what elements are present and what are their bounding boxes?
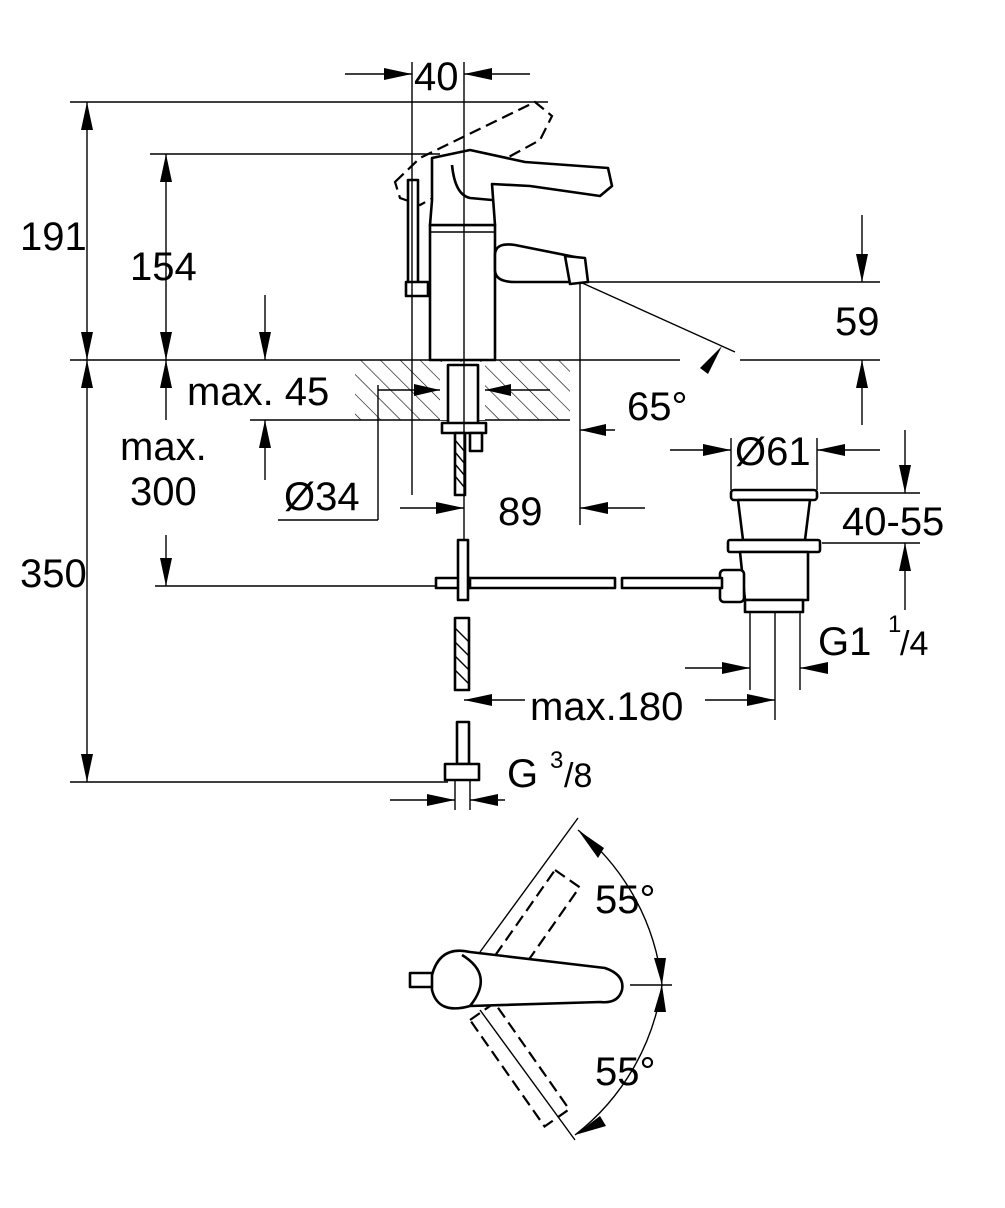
top-view-lever [430,949,624,1010]
dim-154: 154 [130,245,197,289]
pop-up-waste [434,488,822,810]
dim-diameter-61: Ø61 [735,430,811,474]
dim-g-sub: /8 [564,757,592,795]
dim-59: 59 [835,300,880,344]
dimension-lines [70,62,920,1141]
dim-89: 89 [498,490,543,534]
dim-g-sup: 3 [550,747,563,774]
dim-55-degrees-top: 55° [595,878,656,922]
dim-max-300-line1: max. [120,425,207,469]
dim-max-180: max.180 [530,685,683,729]
dim-191: 191 [20,215,87,259]
faucet-body [428,223,497,362]
dim-g1-sub: /4 [900,625,928,663]
dim-65-degrees: 65° [627,385,688,429]
faucet-lever [428,148,614,227]
dim-diameter-34: Ø34 [284,475,360,519]
dim-350: 350 [20,552,87,596]
dim-40: 40 [414,55,459,99]
lever-raised-position [393,100,554,207]
dim-55-degrees-bottom: 55° [595,1050,656,1094]
mounting-shank [446,363,480,429]
dim-max-45: max. 45 [187,370,329,414]
faucet-side-view [355,100,614,497]
dim-g1-sup: 1 [888,611,901,638]
dim-g1-thread: G1 [818,620,871,664]
faucet-top-view [408,868,624,1129]
dim-max-300-line2: 300 [130,470,197,514]
dim-g-thread: G [507,752,538,796]
dimension-labels: 40 191 154 59 max. 45 65° max. 300 Ø34 8… [20,55,944,1094]
dim-40-55: 40-55 [842,500,944,544]
